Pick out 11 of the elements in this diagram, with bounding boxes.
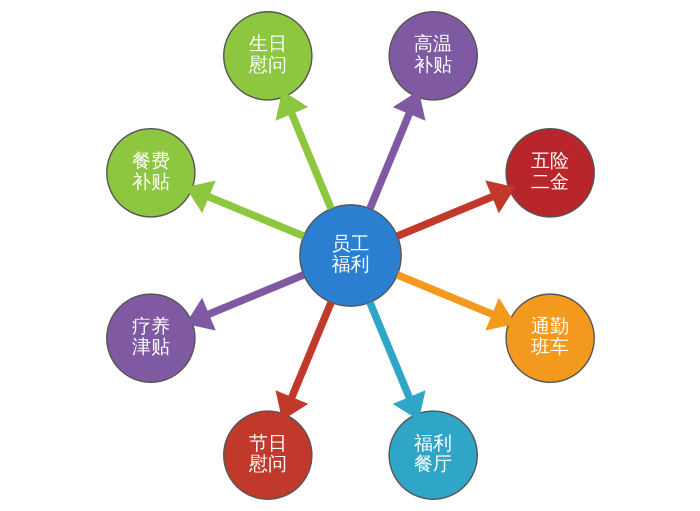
- node-circle: 高温补贴: [388, 11, 478, 101]
- node-circle: 员工福利: [298, 204, 402, 307]
- node-circle: 五险二金: [504, 128, 594, 218]
- node-circle: 福利餐厅: [388, 410, 478, 500]
- node-circle: 节日慰问: [222, 410, 312, 500]
- arrow: [395, 271, 515, 330]
- node-circle: 通勤班车: [504, 293, 594, 383]
- arrow: [395, 180, 515, 240]
- node-circle: 生日慰问: [222, 11, 312, 101]
- node-circle: 疗养津贴: [106, 293, 196, 383]
- node-circle: 餐费补贴: [106, 128, 196, 218]
